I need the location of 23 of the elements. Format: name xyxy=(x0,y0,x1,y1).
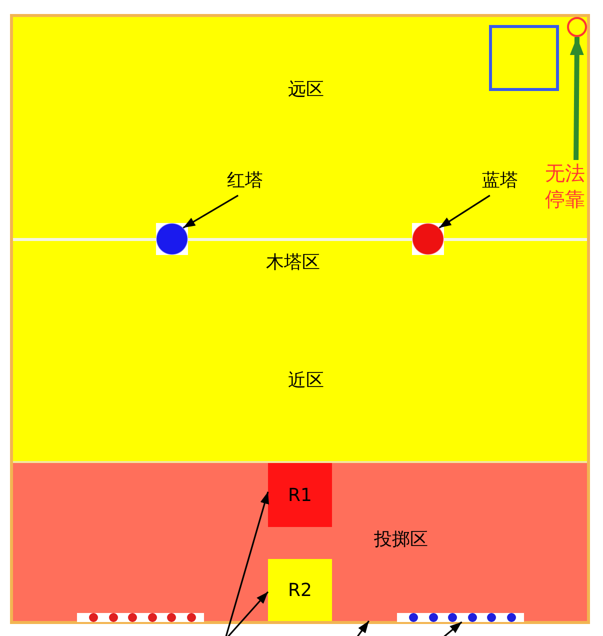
zone-label: 木塔区 xyxy=(266,254,320,272)
tower-label: 蓝塔 xyxy=(477,169,523,193)
start-square: R1 xyxy=(268,463,332,527)
zone-band xyxy=(13,463,587,621)
ball-rack xyxy=(397,613,524,622)
target-circle xyxy=(567,17,587,37)
zone-band xyxy=(13,17,587,238)
arrow xyxy=(438,194,490,228)
tower-marker xyxy=(156,223,188,255)
tower-marker xyxy=(412,223,444,255)
arrow xyxy=(224,492,269,636)
zone-label: 远区 xyxy=(288,81,324,99)
warning-label: 无法停靠 xyxy=(542,160,588,212)
ball-rack xyxy=(77,613,204,622)
start-square: R2 xyxy=(268,559,332,621)
zone-label: 近区 xyxy=(288,372,324,390)
zone-label: 投掷区 xyxy=(374,531,428,549)
parking-square xyxy=(489,25,559,91)
arrow xyxy=(570,36,584,160)
arrow xyxy=(354,620,370,636)
arrow xyxy=(182,194,238,228)
tower-label: 红塔 xyxy=(222,169,268,193)
zone-band xyxy=(13,241,587,461)
